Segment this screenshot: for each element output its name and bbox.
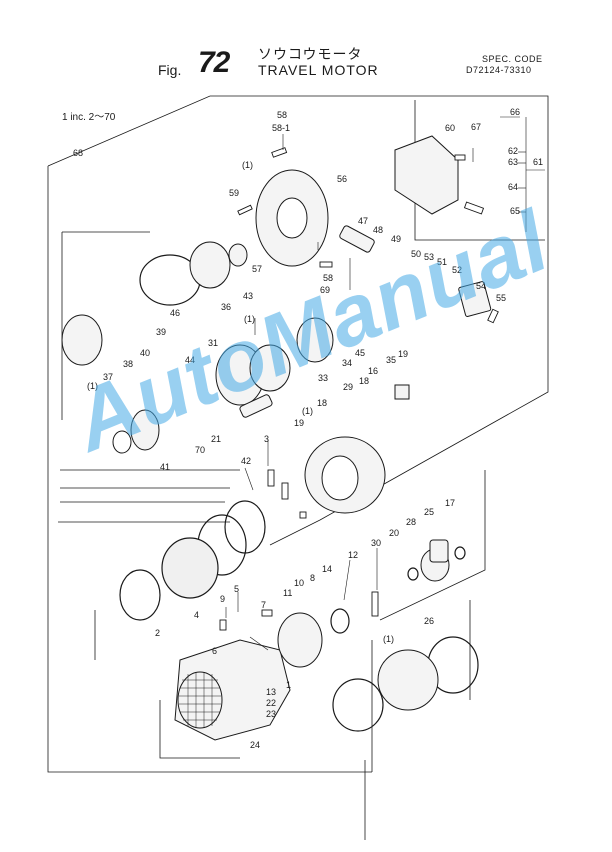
spec-code-value: D72124-73310 — [466, 65, 532, 75]
part-label: 44 — [185, 355, 195, 365]
part-label: 51 — [437, 257, 447, 267]
part-label: 54 — [476, 281, 486, 291]
part-label: 29 — [343, 382, 353, 392]
part-label: 20 — [389, 528, 399, 538]
part-label: 21 — [211, 434, 221, 444]
part-label: 64 — [508, 182, 518, 192]
part-label: 18 — [359, 376, 369, 386]
part-label: 52 — [452, 265, 462, 275]
part-label: 63 — [508, 157, 518, 167]
part-label: 65 — [510, 206, 520, 216]
part-label: 18 — [317, 398, 327, 408]
part-label: 25 — [424, 507, 434, 517]
part-label: 17 — [445, 498, 455, 508]
part-label: 40 — [140, 348, 150, 358]
figure-title-en: TRAVEL MOTOR — [258, 62, 379, 78]
part-label: 39 — [156, 327, 166, 337]
figure-number: 72 — [198, 46, 230, 79]
part-label: 41 — [160, 462, 170, 472]
figure-header: Fig. 72 ソウコウモータ TRAVEL MOTOR SPEC. CODE … — [0, 40, 612, 80]
part-label: 33 — [318, 373, 328, 383]
part-label: (1) — [242, 160, 253, 170]
part-label: 19 — [294, 418, 304, 428]
part-label: 70 — [195, 445, 205, 455]
part-label: 61 — [533, 157, 543, 167]
part-label: 66 — [510, 107, 520, 117]
part-label: 30 — [371, 538, 381, 548]
part-label: 60 — [445, 123, 455, 133]
part-labels: 68 58 58-1 (1) 56 59 60 66 67 62 63 61 6… — [73, 107, 543, 750]
rotary-assemblies — [61, 169, 450, 711]
part-label: 67 — [471, 122, 481, 132]
part-label: 36 — [221, 302, 231, 312]
part-label: 35 — [386, 355, 396, 365]
part-label: 42 — [241, 456, 251, 466]
part-label: 49 — [391, 234, 401, 244]
part-label: 8 — [310, 573, 315, 583]
part-label: 59 — [229, 188, 239, 198]
part-label: 2 — [155, 628, 160, 638]
part-label: 34 — [342, 358, 352, 368]
assembly-note: 1 inc. 2～70 — [62, 112, 116, 123]
part-label: 23 — [266, 709, 276, 719]
spec-code-label: SPEC. CODE — [482, 54, 543, 64]
part-label: (1) — [87, 381, 98, 391]
part-label: 3 — [264, 434, 269, 444]
figure-prefix: Fig. — [158, 62, 182, 78]
part-label: 58 — [277, 110, 287, 120]
part-label: 16 — [368, 366, 378, 376]
part-label: 11 — [283, 588, 292, 598]
part-label: (1) — [383, 634, 394, 644]
part-label: 12 — [348, 550, 358, 560]
part-label: 68 — [73, 148, 83, 158]
part-label: 38 — [123, 359, 133, 369]
part-label: 55 — [496, 293, 506, 303]
part-label: 7 — [261, 600, 266, 610]
part-label: 62 — [508, 146, 518, 156]
part-label: 48 — [373, 225, 383, 235]
bolts-and-pins — [219, 147, 499, 631]
seal-rings — [119, 254, 479, 732]
part-label: 53 — [424, 252, 434, 262]
part-label: 5 — [234, 584, 239, 594]
leader-lines — [225, 116, 545, 651]
part-label: 50 — [411, 249, 421, 259]
assembly-frame — [47, 95, 549, 840]
part-label: 24 — [250, 740, 260, 750]
part-label: 58 — [323, 273, 333, 283]
part-label: 31 — [208, 338, 218, 348]
part-label: (1) — [244, 314, 255, 324]
part-label: (1) — [302, 406, 313, 416]
part-label: 57 — [252, 264, 262, 274]
part-label: 4 — [194, 610, 199, 620]
motor-housing — [174, 639, 291, 741]
part-label: 13 — [266, 687, 276, 697]
part-label: 1 — [286, 680, 291, 690]
part-label: 69 — [320, 285, 330, 295]
part-label: 10 — [294, 578, 304, 588]
part-label: 14 — [322, 564, 332, 574]
part-label: 37 — [103, 372, 113, 382]
figure-title-jp: ソウコウモータ — [258, 46, 363, 62]
part-label: 19 — [398, 349, 408, 359]
part-label: 43 — [243, 291, 253, 301]
part-label: 22 — [266, 698, 276, 708]
part-label: 56 — [337, 174, 347, 184]
part-label: 26 — [424, 616, 434, 626]
part-label: 6 — [212, 646, 217, 656]
valve-block — [239, 135, 492, 563]
part-label: 47 — [358, 216, 368, 226]
part-label: 46 — [170, 308, 180, 318]
part-label: 9 — [220, 594, 225, 604]
part-label: 28 — [406, 517, 416, 527]
part-label: 45 — [355, 348, 365, 358]
part-label: 58-1 — [272, 123, 290, 133]
